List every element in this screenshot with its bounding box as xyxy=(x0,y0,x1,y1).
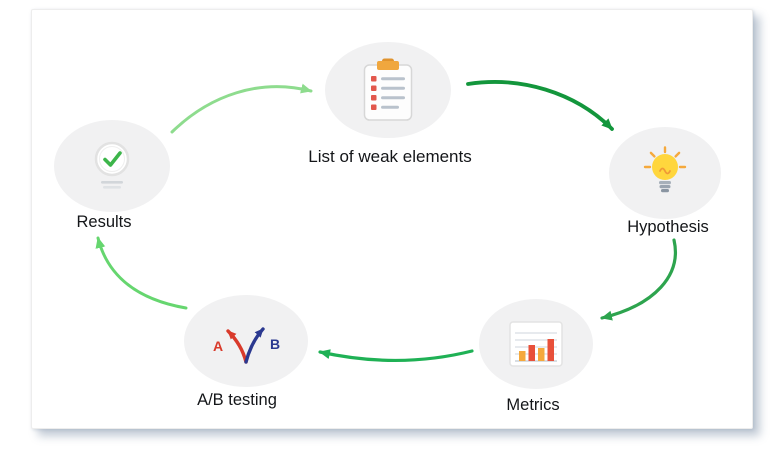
ab-letter-b: B xyxy=(270,336,280,352)
ab-split-arrows-icon: A B xyxy=(213,327,280,364)
checkmark-badge-icon xyxy=(94,141,130,189)
clipboard-icon xyxy=(363,58,413,121)
node-metrics xyxy=(479,299,593,389)
node-label-ab-testing: A/B testing xyxy=(197,391,277,409)
node-label-hypothesis: Hypothesis xyxy=(627,218,709,236)
node-label-results: Results xyxy=(76,213,132,231)
node-list-of-weak-elements xyxy=(325,42,451,138)
node-label-list-of-weak-elements: List of weak elements xyxy=(308,147,472,166)
node-results xyxy=(54,120,170,212)
ab-letter-a: A xyxy=(213,338,223,354)
node-label-metrics: Metrics xyxy=(506,396,560,414)
node-ab-testing: A B xyxy=(184,295,308,387)
lightbulb-icon xyxy=(643,146,687,193)
node-hypothesis xyxy=(609,127,721,219)
bar-chart-icon xyxy=(509,321,563,367)
